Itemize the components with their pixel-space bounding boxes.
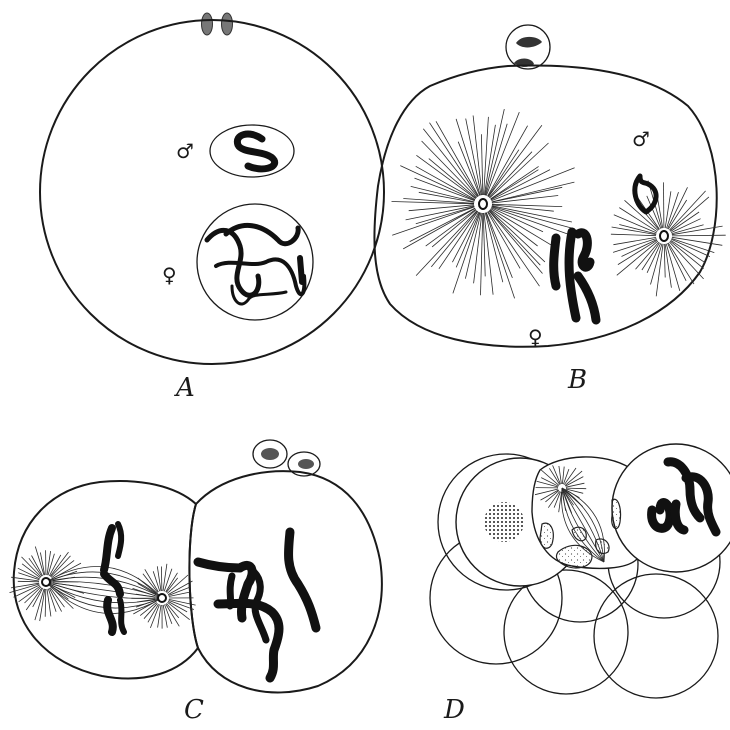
aster-ray bbox=[11, 577, 39, 581]
centrosome bbox=[42, 578, 50, 586]
aster-ray bbox=[45, 589, 46, 617]
panel-label-b: B bbox=[567, 365, 587, 395]
blastomere bbox=[594, 574, 718, 698]
polar-body-nucleus bbox=[261, 448, 279, 460]
polar-body bbox=[222, 13, 233, 35]
female-symbol-label: ♀ bbox=[162, 263, 177, 287]
aster-ray bbox=[422, 141, 477, 198]
aster-ray bbox=[163, 605, 167, 628]
aster-ray bbox=[491, 208, 543, 232]
panel-d: D bbox=[430, 444, 730, 725]
polar-body bbox=[202, 13, 213, 35]
panel-label-a: A bbox=[174, 373, 195, 403]
aster-ray bbox=[430, 123, 479, 197]
metaphase-plate bbox=[104, 524, 124, 632]
aster-ray bbox=[492, 187, 562, 202]
aster-ray bbox=[672, 225, 704, 234]
egg-cell bbox=[40, 20, 384, 364]
aster-ray bbox=[416, 211, 477, 276]
aster-ray bbox=[670, 197, 709, 231]
aster-ray bbox=[161, 567, 162, 592]
aster-ray bbox=[410, 208, 475, 242]
female-chromatin bbox=[207, 225, 304, 304]
aster-ray bbox=[488, 125, 542, 197]
centrosome bbox=[660, 231, 668, 241]
aster-ray bbox=[617, 241, 658, 275]
panel-c: C bbox=[10, 440, 382, 725]
aster-ray bbox=[492, 206, 572, 228]
aster-ray bbox=[671, 239, 710, 256]
female-symbol-label: ♀ bbox=[528, 325, 543, 349]
male-symbol-label: ♂ bbox=[176, 139, 194, 163]
aster-ray bbox=[492, 182, 575, 202]
aster-ray bbox=[481, 134, 482, 195]
resting-nucleus bbox=[484, 502, 524, 542]
male-chromatin bbox=[635, 176, 656, 212]
aster-ray bbox=[166, 604, 180, 626]
male-symbol-label: ♂ bbox=[632, 127, 650, 151]
aster-ray bbox=[492, 207, 571, 235]
aster-ray bbox=[163, 564, 167, 591]
aster-ray bbox=[458, 142, 480, 196]
aster-ray bbox=[157, 566, 161, 591]
aster-ray bbox=[423, 129, 477, 197]
female-chromosomes bbox=[554, 232, 596, 320]
right-cell-chromosomes bbox=[198, 532, 316, 678]
panel-a: ♂ ♀ A bbox=[40, 13, 384, 403]
aster-ray bbox=[672, 226, 723, 235]
centrosome bbox=[158, 594, 166, 602]
aster-ray bbox=[489, 152, 532, 198]
blastomere-right bbox=[189, 471, 381, 692]
aster-ray bbox=[148, 604, 159, 622]
aster-ray bbox=[432, 210, 476, 247]
aster-ray bbox=[611, 234, 656, 236]
aster-ray bbox=[618, 240, 657, 264]
male-chromatin bbox=[237, 134, 274, 169]
aster-ray bbox=[439, 211, 478, 268]
centrosome bbox=[479, 199, 487, 209]
panel-b: ♂ ♀ B bbox=[374, 25, 725, 395]
polar-body-nucleus bbox=[516, 37, 542, 48]
aster-ray bbox=[670, 241, 704, 269]
aster-ray bbox=[489, 211, 543, 274]
aster-ray bbox=[481, 213, 483, 295]
aster-ray bbox=[669, 191, 705, 230]
aster-ray bbox=[664, 244, 665, 278]
panel-label-d: D bbox=[443, 695, 465, 725]
panel-label-c: C bbox=[184, 695, 204, 725]
aster-ray bbox=[403, 208, 475, 249]
aster-ray bbox=[672, 235, 726, 236]
polar-body-nucleus bbox=[298, 459, 314, 469]
aster-ray bbox=[47, 589, 51, 617]
aster-ray bbox=[18, 581, 39, 582]
